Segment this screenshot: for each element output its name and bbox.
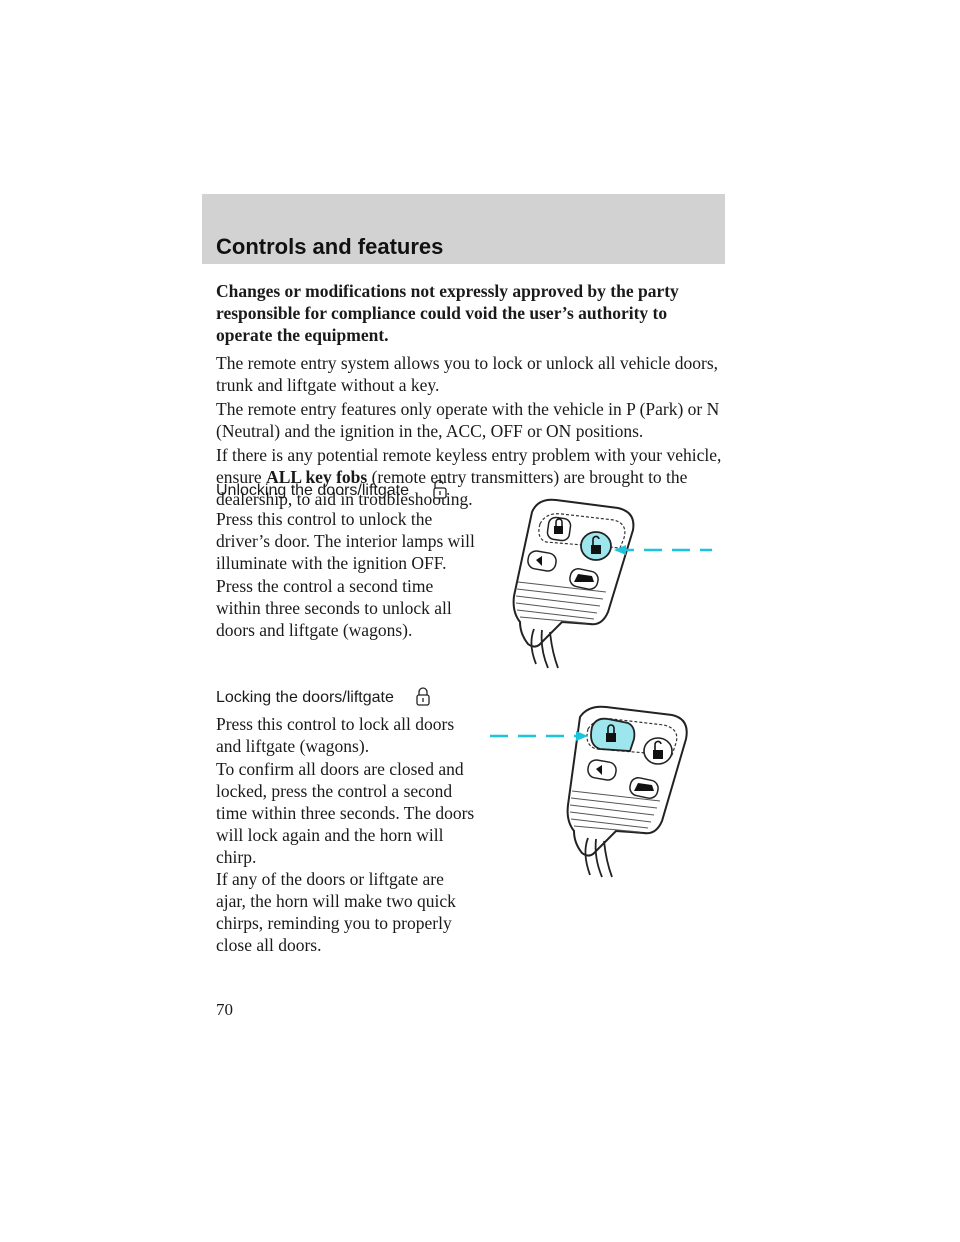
unlock-paragraph-1: Press this control to unlock the driver’… [216, 509, 475, 573]
lock-paragraph-3: If any of the doors or liftgate are ajar… [216, 869, 456, 955]
intro-paragraph-3: If there is any potential remote keyless… [216, 444, 726, 510]
warning-text: Changes or modifications not expressly a… [216, 281, 679, 345]
lock-icon [416, 687, 430, 706]
key-fob-lock-illustration [490, 705, 688, 878]
intro-p3-start: If there is any potential remote keyless… [216, 445, 722, 487]
lock-paragraph-1: Press this control to lock all doors and… [216, 714, 455, 756]
section-header: Controls and features [202, 194, 725, 264]
unlock-heading: Unlocking the doors/liftgate [216, 482, 409, 499]
page-number: 70 [216, 1000, 233, 1019]
intro-p3-end: (remote entry transmitters) are brought … [216, 467, 688, 509]
intro-paragraph-2: The remote entry features only operate w… [216, 399, 720, 441]
lock-heading: Locking the doors/liftgate [216, 689, 394, 706]
key-fob-unlock-illustration [512, 498, 712, 669]
unlock-icon [433, 479, 447, 499]
section-title: Controls and features [216, 234, 444, 259]
intro-p3-bold: ALL key fobs [266, 467, 368, 487]
unlock-paragraph-2: Press the control a second time within t… [216, 576, 452, 640]
lock-paragraph-2: To confirm all doors are closed and lock… [216, 759, 475, 867]
intro-paragraph-1: The remote entry system allows you to lo… [216, 353, 719, 395]
